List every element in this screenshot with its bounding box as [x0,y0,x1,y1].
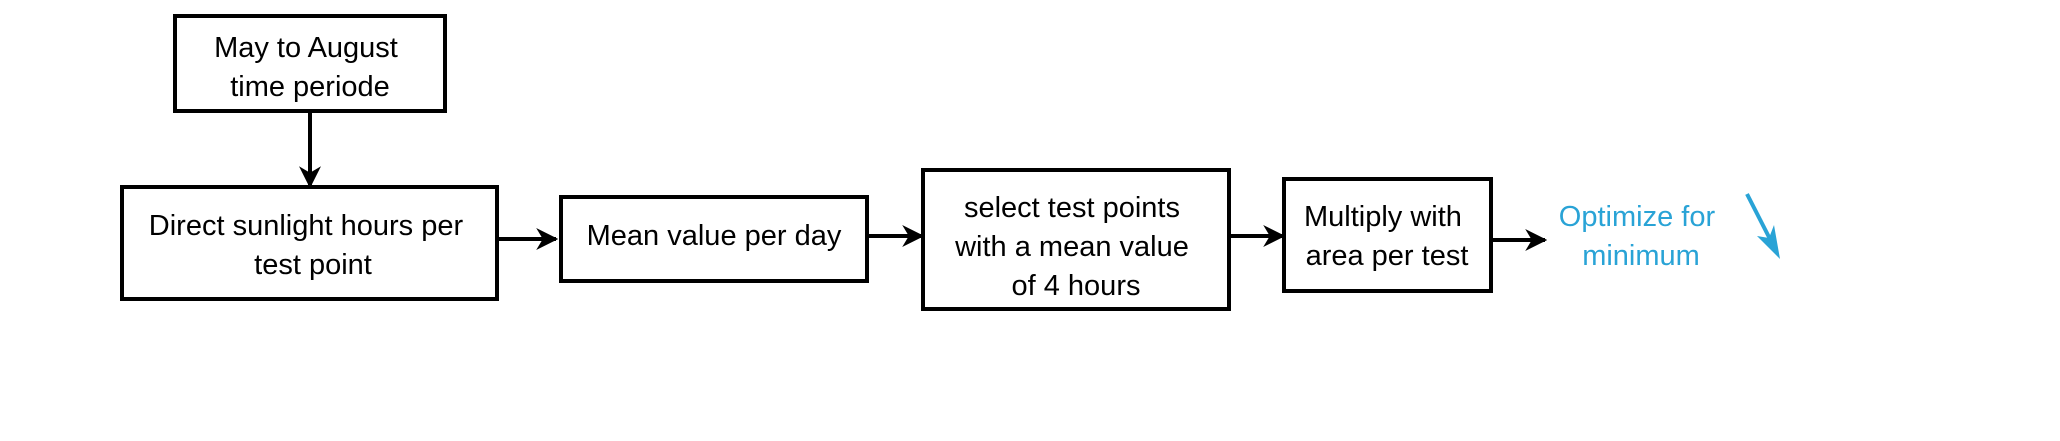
svg-text:Direct sunlight hours per: Direct sunlight hours per test point [149,210,471,281]
node-select: select test points with a mean value of … [921,168,1231,311]
node-select-line-3: of 4 hours [1012,270,1141,302]
svg-text:Optimize for minimum: Optimize for minimum [1559,201,1723,272]
note-line-2: minimum [1582,240,1700,272]
note-line-1: Optimize for [1559,201,1716,233]
svg-text:Mean value per day: Mean value per day [587,220,842,252]
node-mean-line-1: Mean value per day [587,220,842,252]
arrow-down-right-icon [1745,193,1780,259]
node-sunlight-line-1: Direct sunlight hours per [149,210,464,242]
svg-text:Multiply with area per t: Multiply with area per test [1304,201,1470,272]
node-sunlight-line-2: test point [254,249,372,281]
node-period: May to August time periode [173,14,447,113]
node-mean: Mean value per day [559,195,869,283]
svg-text:May to August time perio: May to August time periode [214,32,406,103]
node-multiply-line-1: Multiply with [1304,201,1462,233]
node-note: Optimize for minimum [1559,193,1780,272]
node-multiply: Multiply with area per test [1282,177,1493,293]
node-sunlight: Direct sunlight hours per test point [120,185,499,301]
node-multiply-line-2: area per test [1306,240,1469,272]
node-select-line-2: with a mean value [954,231,1189,263]
node-period-line-2: time periode [230,71,390,103]
node-select-line-1: select test points [964,192,1180,224]
node-period-line-1: May to August [214,32,398,64]
svg-text:select test points with: select test points with a mean value of … [954,192,1197,302]
